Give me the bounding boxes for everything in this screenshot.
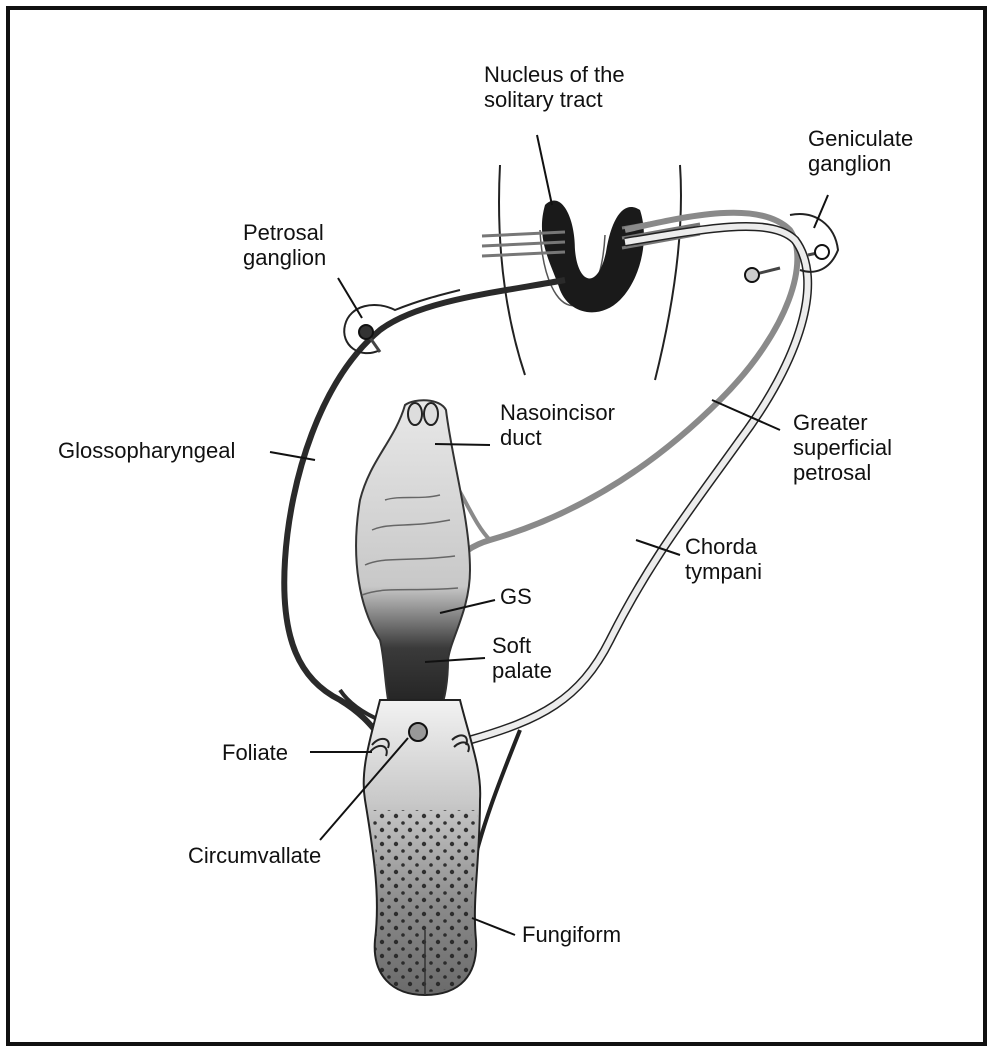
palatal-rugae — [361, 494, 459, 596]
palate — [355, 399, 472, 711]
label-greater-superficial-petrosal: Greater superficial petrosal — [793, 410, 893, 485]
fungiform-papillae-dots — [372, 810, 478, 992]
geniculate-ganglion — [744, 213, 840, 283]
greater-superficial-petrosal-nerve — [427, 209, 801, 621]
brainstem — [498, 164, 682, 381]
figure-frame — [6, 6, 987, 1046]
label-nucleus-solitary-tract: Nucleus of the solitary tract — [484, 62, 625, 112]
label-chorda-tympani: Chorda tympani — [685, 534, 763, 584]
label-gs: GS — [500, 584, 532, 609]
leader-lines — [269, 134, 829, 936]
nucleus-solitary-tract-shape — [541, 200, 644, 313]
label-soft-palate: Soft palate — [492, 633, 552, 683]
label-nasoincisor-duct: Nasoincisor duct — [500, 400, 615, 450]
incisive-papilla — [407, 402, 439, 426]
label-petrosal-ganglion: Petrosal ganglion — [243, 220, 327, 270]
label-fungiform: Fungiform — [522, 922, 622, 947]
label-glossopharyngeal: Glossopharyngeal — [58, 438, 236, 463]
chorda-tympani-core — [469, 223, 811, 743]
label-circumvallate: Circumvallate — [188, 843, 322, 868]
label-geniculate-ganglion: Geniculate ganglion — [808, 126, 914, 176]
glossopharyngeal-nerve — [281, 277, 566, 738]
petrosal-ganglion — [343, 289, 461, 355]
foliate-papillae — [369, 734, 470, 757]
label-foliate: Foliate — [222, 740, 289, 765]
circumvallate-papilla — [408, 722, 428, 742]
